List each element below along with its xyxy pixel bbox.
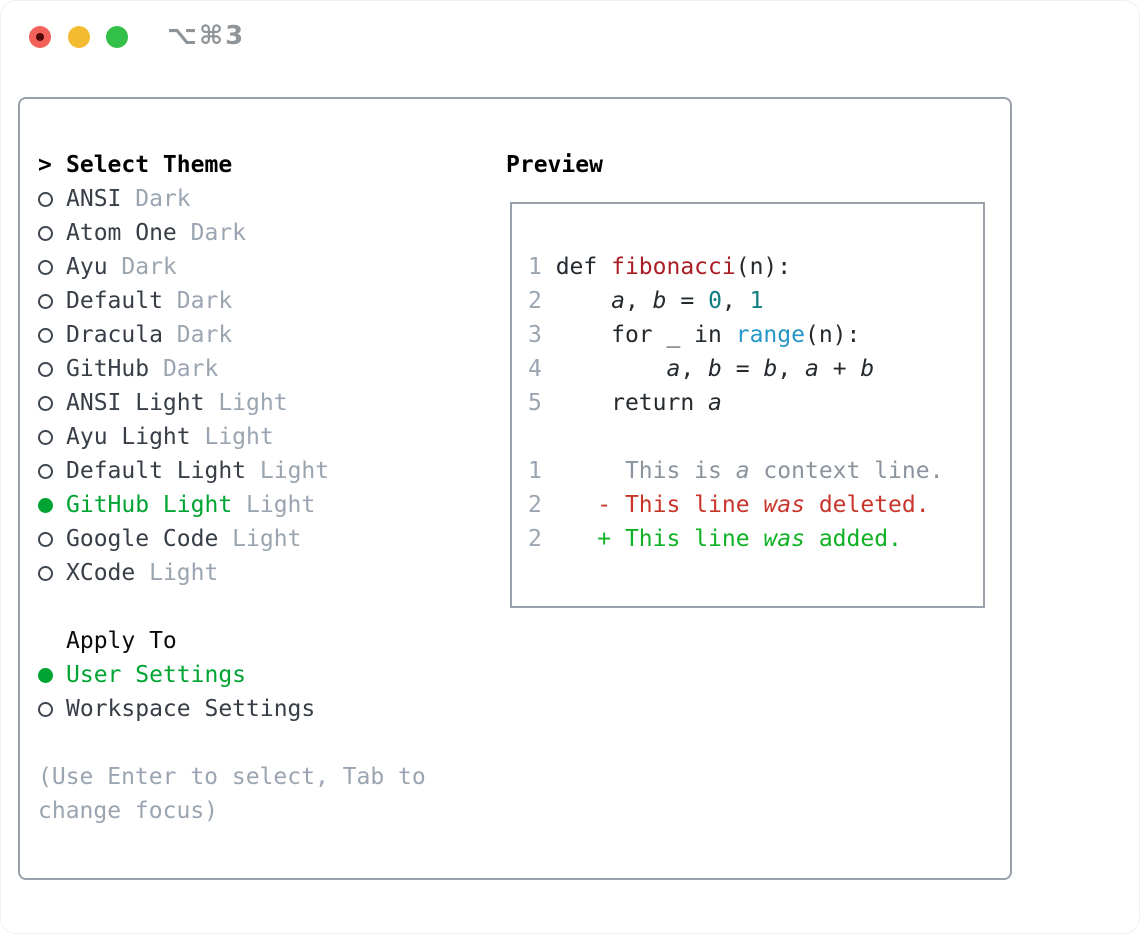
row-marker xyxy=(38,259,66,275)
theme-option-name: Default Light xyxy=(66,458,260,484)
theme-option[interactable]: Ayu Dark xyxy=(38,250,458,284)
row-marker xyxy=(38,191,66,207)
theme-option[interactable]: Google Code Light xyxy=(38,522,458,556)
apply-to-option[interactable]: User Settings xyxy=(38,658,458,692)
apply-to-option-label: Workspace Settings xyxy=(66,696,316,722)
diff-deleted-line: 2 - This line was deleted. xyxy=(528,492,930,518)
code-line: 4 a, b = b, a + b xyxy=(528,356,875,382)
theme-option-variant: Dark xyxy=(162,356,219,382)
radio-icon xyxy=(38,293,53,309)
zoom-button[interactable] xyxy=(106,26,128,48)
preview-pane: 1 def fibonacci(n): 2 a, b = 0, 1 3 for _ … xyxy=(510,202,985,608)
theme-option[interactable]: Atom One Dark xyxy=(38,216,458,250)
theme-option[interactable]: ANSI Dark xyxy=(38,182,458,216)
theme-option[interactable]: Default Light Light xyxy=(38,454,458,488)
theme-option[interactable]: GitHub Light Light xyxy=(38,488,458,522)
theme-option-variant: Dark xyxy=(176,322,233,348)
code-line: 2 a, b = 0, 1 xyxy=(528,288,764,314)
apply-to-option[interactable]: Workspace Settings xyxy=(38,692,458,726)
blank-line xyxy=(528,420,983,454)
close-button[interactable] xyxy=(29,26,51,48)
theme-option-name: Default xyxy=(66,288,177,314)
row-marker xyxy=(38,327,66,343)
row-marker xyxy=(38,429,66,445)
radio-selected-icon xyxy=(38,497,53,513)
radio-icon xyxy=(38,565,53,581)
theme-option-variant: Dark xyxy=(176,288,233,314)
theme-option-name: Dracula xyxy=(66,322,177,348)
row-marker xyxy=(38,497,66,513)
theme-option-variant: Light xyxy=(259,458,330,484)
row-marker xyxy=(38,293,66,309)
theme-option-variant: Light xyxy=(149,560,219,586)
keyboard-hint: (Use Enter to select, Tab to change focu… xyxy=(38,764,426,824)
theme-option[interactable]: Dracula Dark xyxy=(38,318,458,352)
radio-icon xyxy=(38,327,53,343)
code-line: 1 def fibonacci(n): xyxy=(528,254,792,280)
theme-menu-header-label: Select Theme xyxy=(66,152,233,178)
row-marker xyxy=(38,531,66,547)
theme-option-variant: Light xyxy=(246,492,316,518)
code-line: 3 for _ in range(n): xyxy=(528,322,861,348)
row-marker xyxy=(38,565,66,581)
prompt-icon: > xyxy=(38,152,52,178)
radio-icon xyxy=(38,701,53,717)
theme-menu-header: > Select Theme xyxy=(38,148,458,182)
radio-icon xyxy=(38,463,53,479)
apply-to-header: Apply To xyxy=(38,624,458,658)
theme-option[interactable]: Default Dark xyxy=(38,284,458,318)
apply-to-option-label: User Settings xyxy=(66,662,247,688)
close-dot-icon xyxy=(36,33,44,41)
theme-option[interactable]: GitHub Dark xyxy=(38,352,458,386)
theme-option-name: ANSI Light xyxy=(66,390,219,416)
radio-icon xyxy=(38,531,53,547)
row-marker xyxy=(38,225,66,241)
radio-icon xyxy=(38,191,53,207)
row-marker xyxy=(38,361,66,377)
theme-option-variant: Dark xyxy=(135,186,191,212)
row-marker: > xyxy=(38,152,66,178)
radio-selected-icon xyxy=(38,667,53,683)
apply-to-header-label: Apply To xyxy=(66,628,177,654)
theme-option-name: Ayu Light xyxy=(66,424,205,450)
code-line: 5 return a xyxy=(528,390,722,416)
theme-option-name: Atom One xyxy=(66,220,191,246)
radio-icon xyxy=(38,225,53,241)
minimize-button[interactable] xyxy=(68,26,90,48)
theme-option-name: XCode xyxy=(66,560,150,586)
theme-option[interactable]: Ayu Light Light xyxy=(38,420,458,454)
theme-option-variant: Light xyxy=(218,390,288,416)
diff-context-line: 1 This is a context line. xyxy=(528,458,944,484)
theme-option-name: Google Code xyxy=(66,526,233,552)
theme-option[interactable]: ANSI Light Light xyxy=(38,386,458,420)
row-marker xyxy=(38,667,66,683)
radio-icon xyxy=(38,429,53,445)
diff-added-line: 2 + This line was added. xyxy=(528,526,902,552)
theme-option-name: GitHub Light xyxy=(66,492,247,518)
theme-option-variant: Light xyxy=(232,526,302,552)
theme-option[interactable]: XCode Light xyxy=(38,556,458,590)
window-title: ⌥⌘3 xyxy=(167,21,246,51)
theme-option-name: Ayu xyxy=(66,254,122,280)
preview-title: Preview xyxy=(506,152,603,178)
row-marker xyxy=(38,463,66,479)
row-marker xyxy=(38,395,66,411)
theme-option-variant: Dark xyxy=(121,254,177,280)
theme-option-name: ANSI xyxy=(66,186,136,212)
row-marker xyxy=(38,701,66,717)
radio-icon xyxy=(38,395,53,411)
theme-option-variant: Dark xyxy=(190,220,247,246)
radio-icon xyxy=(38,259,53,275)
theme-option-name: GitHub xyxy=(66,356,163,382)
theme-option-variant: Light xyxy=(204,424,274,450)
radio-icon xyxy=(38,361,53,377)
